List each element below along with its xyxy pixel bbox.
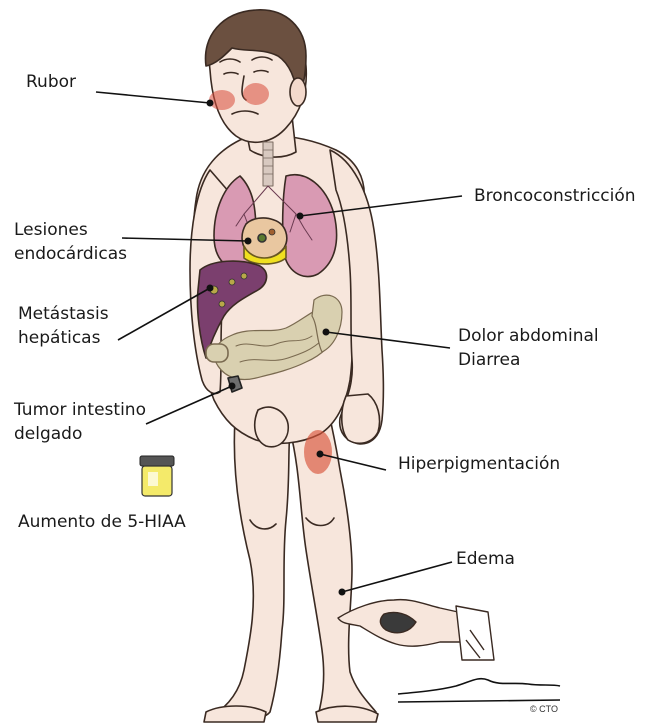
label-tumor-intestino: Tumor intestino delgado xyxy=(14,398,146,446)
copyright-notice: © CTO xyxy=(530,704,558,714)
label-dolor-line1: Dolor abdominal xyxy=(458,324,599,348)
blush-right xyxy=(243,83,269,105)
trachea xyxy=(263,142,273,186)
label-hiperpigmentacion: Hiperpigmentación xyxy=(398,452,560,476)
ear xyxy=(290,78,306,106)
label-rubor-text: Rubor xyxy=(26,70,76,94)
feet xyxy=(204,706,378,722)
left-hand xyxy=(342,394,380,443)
artist-signature xyxy=(398,679,560,702)
label-metastasis-line2: hepáticas xyxy=(18,326,109,350)
label-lesiones-line2: endocárdicas xyxy=(14,242,127,266)
label-dolor-diarrea: Dolor abdominal Diarrea xyxy=(458,324,599,372)
leader-rubor xyxy=(96,92,210,103)
genitals xyxy=(255,407,289,447)
label-broncoconstriccion: Broncoconstricción xyxy=(474,184,636,208)
label-metastasis-line1: Metástasis xyxy=(18,302,109,326)
label-lesiones-endocardicas: Lesiones endocárdicas xyxy=(14,218,127,266)
label-rubor: Rubor xyxy=(26,70,76,94)
label-hiperpig-text: Hiperpigmentación xyxy=(398,452,560,476)
jar-lid xyxy=(140,456,174,466)
heart-lesion-dot xyxy=(258,234,266,242)
label-metastasis-hepaticas: Metástasis hepáticas xyxy=(18,302,109,350)
urine-specimen-jar xyxy=(140,456,174,496)
right-leg xyxy=(212,420,290,721)
leader-edema xyxy=(342,562,452,592)
label-bronco-text: Broncoconstricción xyxy=(474,184,636,208)
label-lesiones-line1: Lesiones xyxy=(14,218,127,242)
label-edema-text: Edema xyxy=(456,547,515,571)
blush-left xyxy=(209,90,235,110)
label-hiaa-text: Aumento de 5-HIAA xyxy=(18,510,186,534)
label-edema: Edema xyxy=(456,547,515,571)
label-dolor-line2: Diarrea xyxy=(458,348,599,372)
label-aumento-5hiaa: Aumento de 5-HIAA xyxy=(18,510,186,534)
left-leg xyxy=(290,418,376,721)
label-tumor-line2: delgado xyxy=(14,422,146,446)
label-tumor-line1: Tumor intestino xyxy=(14,398,146,422)
examiner-hand xyxy=(338,600,494,660)
